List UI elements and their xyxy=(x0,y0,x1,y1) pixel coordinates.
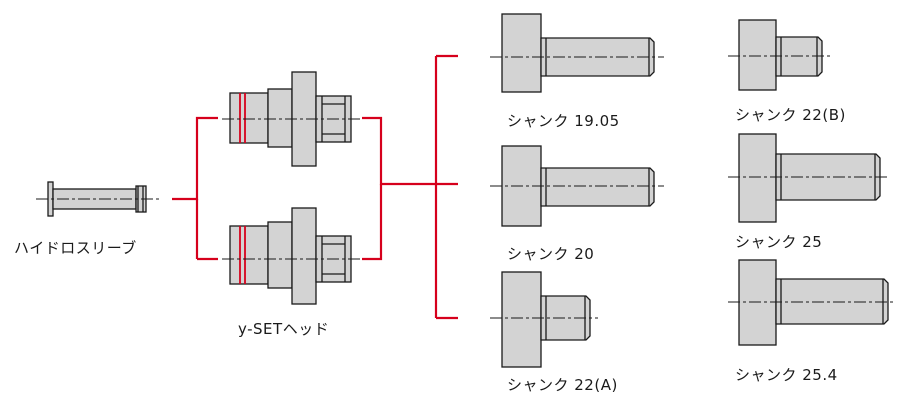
connector-lines xyxy=(172,54,458,320)
shank-22a-label: シャンク 22(A) xyxy=(507,376,618,394)
shank-22b-label: シャンク 22(B) xyxy=(735,106,846,124)
shank-25-part xyxy=(728,133,888,223)
shank-1905-label: シャンク 19.05 xyxy=(507,112,620,130)
shank-254-part xyxy=(728,259,896,346)
shank-22a-part xyxy=(490,271,598,368)
hydro-sleeve-part xyxy=(36,181,160,217)
yset-head-top xyxy=(222,71,360,167)
yset-head-label: y-SETヘッド xyxy=(238,320,330,338)
connector-sleeve-to-heads xyxy=(172,116,218,201)
shank-22b-part xyxy=(728,19,830,91)
shank-25-label: シャンク 25 xyxy=(735,233,823,251)
hydro-sleeve-label: ハイドロスリーブ xyxy=(14,239,137,257)
yset-head-bottom xyxy=(222,207,360,305)
shank-1905-part xyxy=(490,13,664,93)
shank-254-label: シャンク 25.4 xyxy=(735,366,838,384)
shank-20-part xyxy=(490,145,664,227)
connector-heads-to-shanks xyxy=(362,116,436,186)
shank-20-label: シャンク 20 xyxy=(507,245,595,263)
